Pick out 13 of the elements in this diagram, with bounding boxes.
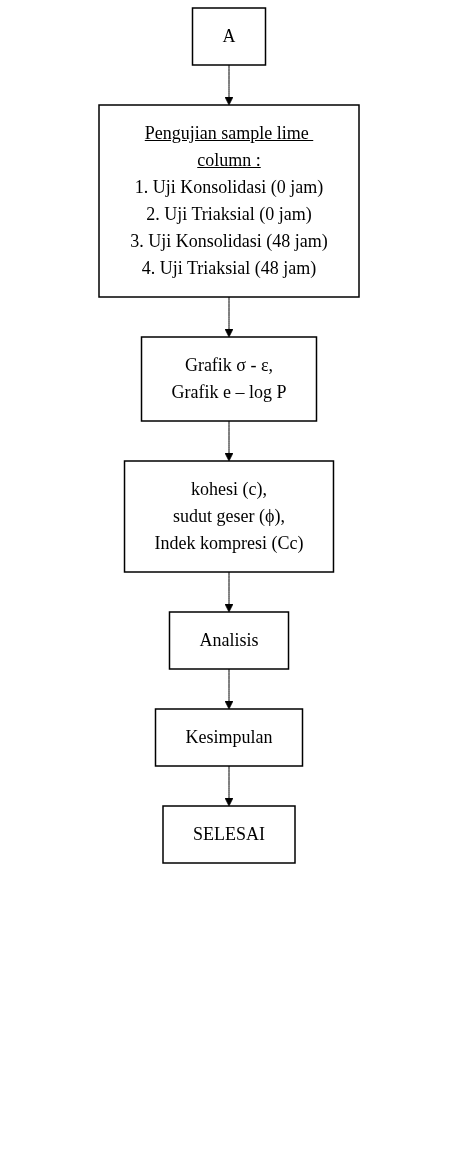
node-box: Analisis (168, 611, 290, 670)
node-box: Grafik σ - ε, Grafik e – log P (140, 336, 318, 422)
arrow (224, 420, 234, 462)
arrow (224, 571, 234, 613)
node-box: A (191, 7, 267, 66)
node-box: SELESAI (162, 805, 296, 864)
node-box: Pengujian sample lime column : 1. Uji Konsolidasi (0 jam) 2. Uji Triaksial (0 jam) 3. Uji Konsolidasi (48 jam) 4. Uji Triaksial (48 jam) (98, 104, 360, 298)
node-box: Kesimpulan (154, 708, 304, 767)
arrow (224, 668, 234, 710)
arrow (224, 765, 234, 807)
arrow (224, 296, 234, 338)
arrow (224, 64, 234, 106)
node-box: kohesi (c), sudut geser (ϕ), Indek kompresi (Cc) (123, 460, 335, 573)
